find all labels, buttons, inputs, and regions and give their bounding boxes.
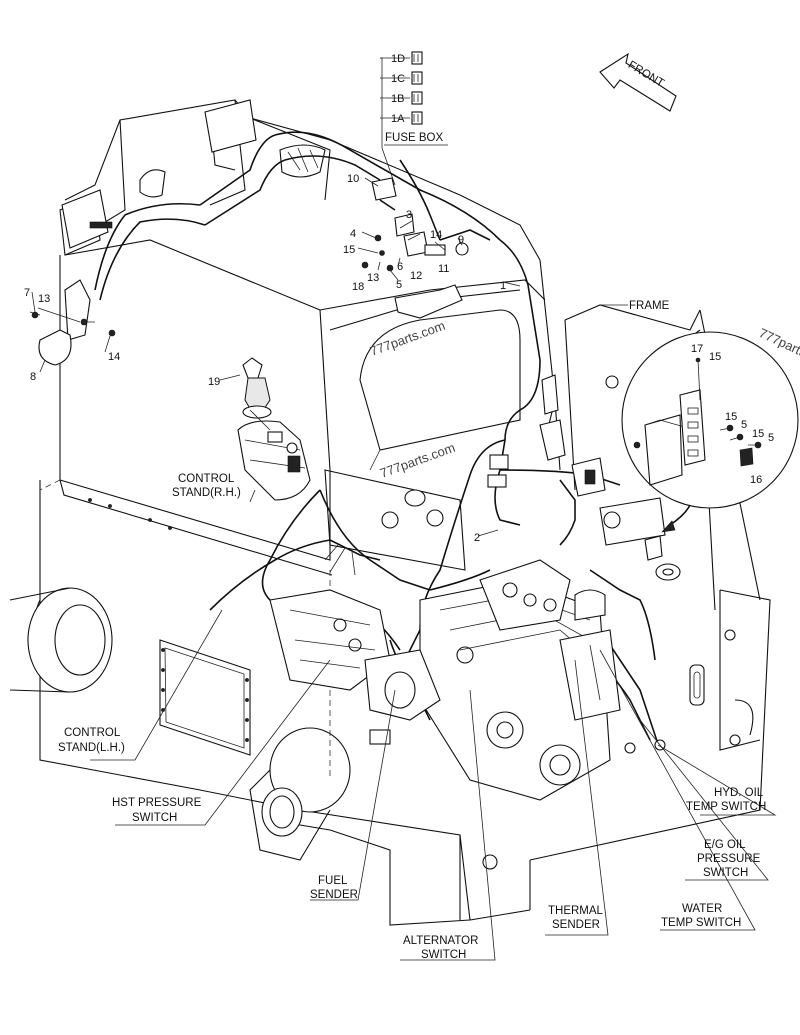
frame-label: FRAME [629, 300, 670, 312]
alternator-switch-line1: ALTERNATOR [403, 935, 478, 947]
part-4: 4 [350, 228, 356, 240]
part-1: 1 [500, 280, 506, 292]
hst-pressure-switch-line2: SWITCH [132, 812, 177, 824]
control-stand-lh-line2: STAND(L.H.) [58, 742, 125, 754]
detail-part-15c: 15 [752, 428, 764, 440]
thermal-sender-line2: SENDER [552, 919, 600, 931]
fuse-box-label: FUSE BOX [385, 132, 443, 144]
hyd-oil-temp-switch-line1: HYD. OIL [714, 787, 764, 799]
panel-holes [88, 498, 249, 742]
fuse-1a-label: 1A [391, 113, 405, 125]
eg-oil-pressure-switch-line1: E/G OIL [704, 839, 746, 851]
watermark-2: 777parts.com [378, 440, 457, 481]
part-19: 19 [208, 376, 220, 388]
fuse-box-assembly [361, 51, 469, 319]
part-3: 3 [406, 209, 412, 221]
detail-part-5a: 5 [741, 419, 747, 431]
detail-part-5b: 5 [768, 432, 774, 444]
detail-inset [621, 329, 799, 533]
control-stand-rh [237, 357, 311, 501]
part-8: 8 [30, 371, 36, 383]
eg-oil-pressure-switch-line2: PRESSURE [697, 853, 761, 865]
part-5a: 5 [396, 279, 402, 291]
fuse-1c-label: 1C [391, 73, 405, 85]
part-10: 10 [347, 173, 359, 185]
hyd-oil-temp-switch-line2: TEMP SWITCH [686, 801, 766, 813]
part-13a: 13 [367, 272, 379, 284]
alternator-switch-line2: SWITCH [421, 949, 466, 961]
thermal-sender-line1: THERMAL [548, 905, 604, 917]
fuse-box-labels: 1D 1C 1B 1A FUSE BOX [384, 53, 448, 146]
part-14b: 14 [108, 351, 120, 363]
hst-pressure-switch-line1: HST PRESSURE [112, 797, 202, 809]
control-stand-rh-line2: STAND(R.H.) [172, 487, 241, 499]
fuel-sender-line2: SENDER [310, 889, 358, 901]
control-stand-lh-line1: CONTROL [64, 727, 121, 739]
water-temp-switch-line1: WATER [682, 903, 722, 915]
part-6: 6 [397, 261, 403, 273]
part-number-labels: 10 3 4 14 9 15 6 11 13 12 5 18 1 2 7 13 … [24, 173, 506, 544]
part-9: 9 [458, 234, 464, 246]
engine-assembly [269, 559, 621, 801]
detail-part-15a: 15 [709, 351, 721, 363]
leader-lines [31, 57, 777, 961]
roof-lights [61, 99, 326, 249]
part-13b: 13 [38, 293, 50, 305]
fuse-1d-label: 1D [391, 53, 405, 65]
detail-inset-labels: 17 15 15 5 15 5 16 [691, 343, 774, 486]
part-11: 11 [438, 263, 449, 275]
detail-part-16: 16 [750, 474, 762, 486]
machine-body [9, 99, 771, 926]
fuel-sender-line1: FUEL [318, 875, 348, 887]
wheel-hub-front [9, 587, 113, 693]
wheel-hub-rear [249, 727, 351, 861]
detail-part-15b: 15 [725, 411, 737, 423]
part-15a: 15 [343, 244, 355, 256]
control-stand-rh-line1: CONTROL [178, 473, 235, 485]
water-temp-switch-line2: TEMP SWITCH [661, 917, 741, 929]
front-direction-arrow: FRONT [599, 52, 677, 112]
callout-labels: FRAME CONTROL STAND(R.H.) CONTROL STAND(… [58, 300, 766, 961]
eg-oil-pressure-switch-line3: SWITCH [703, 867, 748, 879]
part-12: 12 [410, 270, 422, 282]
part-2: 2 [474, 532, 480, 544]
part-14a: 14 [430, 229, 442, 241]
fuse-1b-label: 1B [391, 93, 404, 105]
part-7: 7 [24, 287, 30, 299]
part-18: 18 [352, 281, 364, 293]
right-side-components [487, 374, 681, 754]
horn [29, 279, 116, 366]
detail-part-17: 17 [691, 343, 703, 355]
